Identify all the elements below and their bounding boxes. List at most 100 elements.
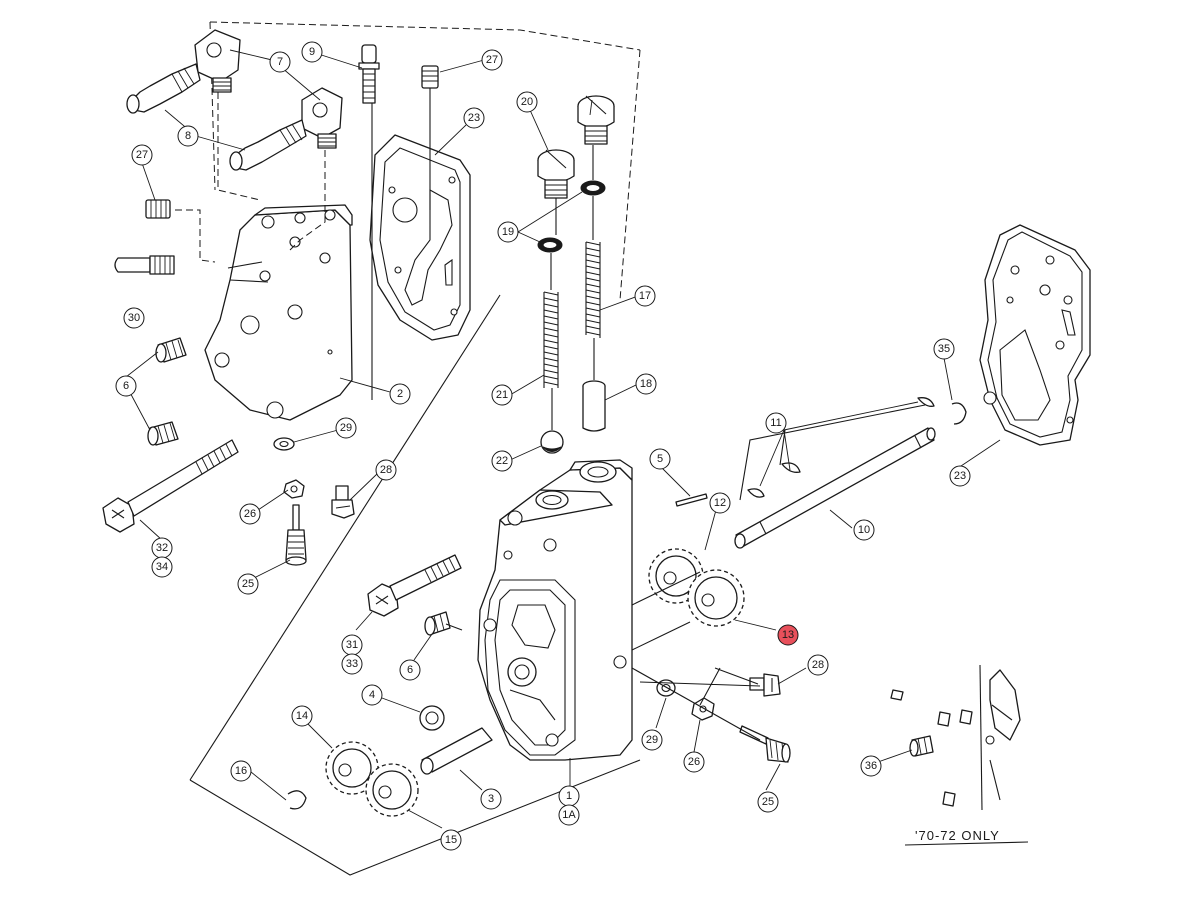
model-years-note: '70-72 ONLY <box>915 828 1000 843</box>
adjuster-25-upper <box>285 504 307 566</box>
callout-29: 29 <box>641 729 663 751</box>
screw-28-upper <box>331 485 355 519</box>
callout-26: 26 <box>239 503 261 525</box>
callout-20: 20 <box>516 91 538 113</box>
callout-15: 15 <box>440 829 462 851</box>
cap-screw-20-right <box>577 95 615 145</box>
callout-28: 28 <box>375 459 397 481</box>
callout-9: 9 <box>301 41 323 63</box>
svg-text:26: 26 <box>688 756 700 768</box>
gear-13 <box>687 569 745 627</box>
seal-washer-19-left <box>537 237 563 253</box>
callout-27: 27 <box>131 144 153 166</box>
svg-text:34: 34 <box>156 561 168 573</box>
svg-text:26: 26 <box>244 508 256 520</box>
leader-lines <box>125 49 1001 829</box>
callout-21: 21 <box>491 384 513 406</box>
svg-text:36: 36 <box>865 760 877 772</box>
svg-text:3: 3 <box>488 793 494 805</box>
callout-22: 22 <box>491 450 513 472</box>
key-11-right <box>917 397 935 407</box>
spring-21 <box>543 291 559 388</box>
callout-12: 12 <box>709 492 731 514</box>
callout-35: 35 <box>933 338 955 360</box>
svg-text:28: 28 <box>380 464 392 476</box>
plug-6-lower-left <box>147 421 179 446</box>
callout-8: 8 <box>177 125 199 147</box>
callout-29: 29 <box>335 417 357 439</box>
callout-4: 4 <box>361 684 383 706</box>
svg-text:23: 23 <box>468 112 480 124</box>
svg-text:30: 30 <box>128 312 140 324</box>
snap-ring-16 <box>287 790 307 810</box>
svg-text:8: 8 <box>185 130 191 142</box>
elbow-fitting-lower <box>229 87 343 171</box>
callout-14: 14 <box>291 705 313 727</box>
svg-text:20: 20 <box>521 96 533 108</box>
svg-text:25: 25 <box>762 796 774 808</box>
svg-text:35: 35 <box>938 343 950 355</box>
nut-26-upper <box>283 479 305 499</box>
callout-19: 19 <box>497 221 519 243</box>
callout-28: 28 <box>807 654 829 676</box>
set-screw-27-top <box>421 65 439 89</box>
adjuster-25-lower <box>739 725 791 763</box>
callout-26: 26 <box>683 751 705 773</box>
callouts: 7 9 27 8 23 27 20 19 17 30 6 2 21 35 18 … <box>115 41 971 851</box>
key-pin-5 <box>675 493 708 507</box>
key-11-lower-right <box>781 462 801 473</box>
svg-text:21: 21 <box>496 389 508 401</box>
svg-text:19: 19 <box>502 226 514 238</box>
key-11-lower-left <box>747 488 765 498</box>
callout-18: 18 <box>635 373 657 395</box>
valve-guide-lines <box>175 88 595 430</box>
callout-1A: 1A <box>558 804 580 826</box>
svg-text:7: 7 <box>277 56 283 68</box>
gear-14 <box>325 741 379 795</box>
callout-32: 32 <box>151 537 173 559</box>
spring-17 <box>585 241 601 338</box>
callout-7: 7 <box>269 51 291 73</box>
svg-text:27: 27 <box>486 54 498 66</box>
fitting-9 <box>358 44 380 104</box>
shaft-10 <box>734 427 936 549</box>
sleeve-18 <box>582 380 606 432</box>
callout-30: 30 <box>123 307 145 329</box>
svg-text:6: 6 <box>407 664 413 676</box>
callout-16: 16 <box>230 760 252 782</box>
callout-10: 10 <box>853 519 875 541</box>
svg-text:28: 28 <box>812 659 824 671</box>
screw-28-lower <box>749 673 781 697</box>
snap-ring-35 <box>951 402 967 425</box>
callout-6: 6 <box>115 375 137 397</box>
ball-22 <box>540 430 564 454</box>
callout-17: 17 <box>634 285 656 307</box>
callout-23: 23 <box>949 465 971 487</box>
svg-text:16: 16 <box>235 765 247 777</box>
svg-text:4: 4 <box>369 689 375 701</box>
cap-screw-20-left <box>537 149 575 199</box>
gear-15 <box>365 763 419 817</box>
svg-text:27: 27 <box>136 149 148 161</box>
callout-6: 6 <box>399 659 421 681</box>
callout-27: 27 <box>481 49 503 71</box>
callout-23: 23 <box>463 107 485 129</box>
svg-text:2: 2 <box>397 388 403 400</box>
callout-2: 2 <box>389 383 411 405</box>
callout-25: 25 <box>757 791 779 813</box>
svg-text:12: 12 <box>714 497 726 509</box>
svg-text:29: 29 <box>646 734 658 746</box>
nut-26-lower <box>691 697 715 721</box>
center-right-guide-lines <box>631 404 926 741</box>
callout-13: 13 <box>777 624 799 646</box>
callout-5: 5 <box>649 448 671 470</box>
svg-text:23: 23 <box>954 470 966 482</box>
svg-text:9: 9 <box>309 46 315 58</box>
svg-text:29: 29 <box>340 422 352 434</box>
callout-25: 25 <box>237 573 259 595</box>
washer-4 <box>419 705 445 731</box>
gasket-23-center <box>369 134 471 341</box>
svg-text:11: 11 <box>770 417 781 429</box>
long-bolt-32 <box>102 439 239 533</box>
